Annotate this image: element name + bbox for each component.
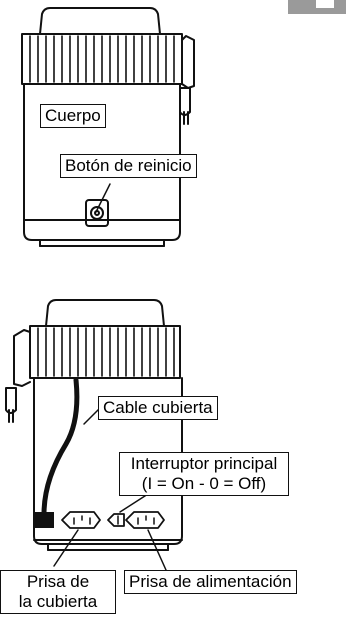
power-socket-leader	[147, 529, 167, 571]
reset-leader	[95, 183, 111, 213]
bottom-spout	[13, 329, 31, 387]
power-socket	[125, 511, 165, 529]
cover-cable	[41, 377, 80, 517]
cable-plug	[34, 512, 54, 528]
label-cover-socket-line2: la cubierta	[18, 592, 98, 611]
cover-socket	[61, 511, 101, 529]
label-main-switch-line2: (I = On - 0 = Off)	[141, 474, 267, 493]
page-tab-notch	[316, 0, 334, 8]
main-switch	[107, 513, 125, 527]
label-reset-button: Botón de reinicio	[60, 154, 197, 178]
top-ribbed-band	[21, 33, 183, 85]
bottom-lid	[45, 299, 165, 327]
top-body	[23, 83, 181, 241]
top-spout	[181, 35, 195, 89]
label-cover-socket: Prisa de la cubierta	[0, 570, 116, 614]
top-appliance	[21, 7, 195, 247]
label-power-socket: Prisa de alimentación	[124, 570, 297, 594]
bottom-appliance	[5, 299, 183, 571]
label-body: Cuerpo	[40, 104, 106, 128]
label-main-switch-line1: Interruptor principal	[130, 454, 278, 473]
top-ribs	[29, 35, 175, 83]
label-cover-cable: Cable cubierta	[98, 396, 218, 420]
top-lid	[39, 7, 161, 35]
bottom-ribbed-band	[29, 325, 181, 379]
cable-leader	[83, 407, 101, 425]
label-cover-socket-line1: Prisa de	[26, 572, 90, 591]
switch-leader	[119, 493, 149, 513]
label-main-switch: Interruptor principal (I = On - 0 = Off)	[119, 452, 289, 496]
reset-button-outline	[85, 199, 109, 227]
cover-socket-leader	[53, 529, 79, 567]
